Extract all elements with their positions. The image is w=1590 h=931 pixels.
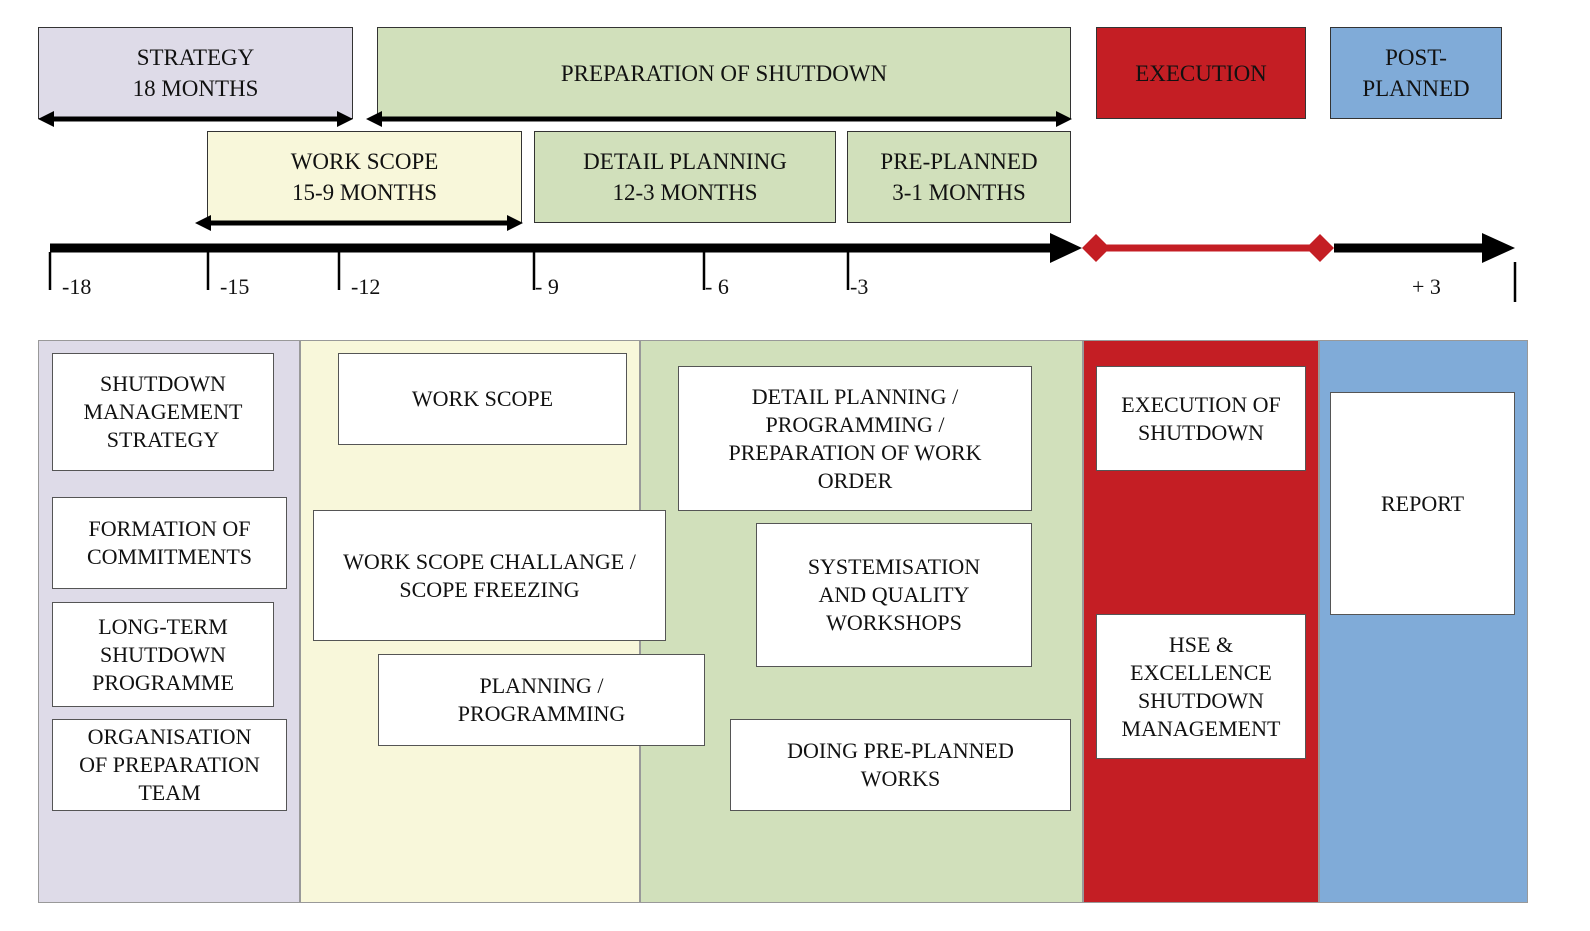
phase-strategy: STRATEGY 18 MONTHS <box>38 27 353 119</box>
tick-label: -3 <box>850 274 869 299</box>
tick-label: -12 <box>351 274 381 299</box>
phase-execution: EXECUTION <box>1096 27 1306 119</box>
main-timeline <box>50 233 1515 263</box>
phase-preparation: PREPARATION OF SHUTDOWN <box>377 27 1071 119</box>
phase-post-planned: POST- PLANNED <box>1330 27 1502 119</box>
activity-work-scope-challenge: WORK SCOPE CHALLANGE / SCOPE FREEZING <box>313 510 666 641</box>
tick-label: -18 <box>62 274 92 299</box>
subphase-pre-planned: PRE-PLANNED 3-1 MONTHS <box>847 131 1071 223</box>
strategy-span-arrow <box>38 111 353 127</box>
activity-execution-of-shutdown: EXECUTION OF SHUTDOWN <box>1096 366 1306 471</box>
activity-planning-programming: PLANNING / PROGRAMMING <box>378 654 705 746</box>
tick-label: - 9 <box>535 274 559 299</box>
tick-label: -15 <box>220 274 250 299</box>
tick-label: + 3 <box>1412 274 1441 299</box>
activity-hse-excellence: HSE & EXCELLENCE SHUTDOWN MANAGEMENT <box>1096 614 1306 759</box>
subphase-detail-planning: DETAIL PLANNING 12-3 MONTHS <box>534 131 836 223</box>
activity-report: REPORT <box>1330 392 1515 615</box>
tick-label: - 6 <box>705 274 729 299</box>
activity-work-scope: WORK SCOPE <box>338 353 627 445</box>
activity-formation-of-commitments: FORMATION OF COMMITMENTS <box>52 497 287 589</box>
activity-organisation-of-preparation-team: ORGANISATION OF PREPARATION TEAM <box>52 719 287 811</box>
work-scope-span-arrow <box>195 215 523 231</box>
activity-long-term-shutdown-programme: LONG-TERM SHUTDOWN PROGRAMME <box>52 602 274 707</box>
activity-detail-planning-programming: DETAIL PLANNING / PROGRAMMING / PREPARAT… <box>678 366 1032 511</box>
activity-doing-pre-planned-works: DOING PRE-PLANNED WORKS <box>730 719 1071 811</box>
activity-shutdown-management-strategy: SHUTDOWN MANAGEMENT STRATEGY <box>52 353 274 471</box>
timeline-ticks <box>48 252 1517 302</box>
preparation-span-arrow <box>366 111 1072 127</box>
activity-systemisation-quality-workshops: SYSTEMISATION AND QUALITY WORKSHOPS <box>756 523 1032 667</box>
